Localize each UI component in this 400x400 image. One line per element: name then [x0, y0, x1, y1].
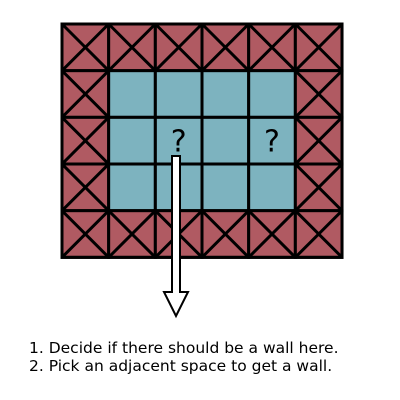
wall-cross-line [107, 209, 157, 259]
floor-cell [200, 115, 251, 166]
wall-cross-line [200, 22, 250, 72]
wall-cross-line [60, 22, 110, 72]
floor-cell [200, 162, 251, 213]
floor-cell [107, 162, 157, 213]
question-mark: ? [171, 125, 187, 160]
question-mark: ? [264, 125, 280, 160]
wall-cross-line [294, 116, 344, 166]
down-arrow-icon [162, 155, 190, 319]
wall-cross-line [294, 69, 344, 119]
instruction-step-2: 2. Pick an adjacent space to get a wall. [29, 357, 333, 375]
wall-cross-line [294, 22, 344, 72]
wall-cross-line [200, 209, 250, 259]
wall-cross-line [294, 209, 344, 259]
floor-cell [107, 69, 157, 119]
grid-border [60, 22, 344, 259]
wall-cross-line [60, 69, 110, 119]
wall-cross-line [247, 209, 297, 259]
floor-cell [200, 69, 251, 119]
grid [60, 22, 344, 259]
wall-cross-line [247, 22, 297, 72]
wall-cross-line [154, 22, 204, 72]
floor-cell [153, 69, 204, 119]
instruction-step-1: 1. Decide if there should be a wall here… [29, 339, 339, 357]
floor-cell [107, 115, 157, 166]
floor-cell [247, 162, 297, 213]
floor-cell [247, 69, 297, 119]
wall-cross-line [60, 162, 110, 212]
wall-cross-line [294, 162, 344, 212]
wall-cross-line [60, 209, 110, 259]
wall-cross-line [107, 22, 157, 72]
wall-cross-line [60, 116, 110, 166]
question-markers: ?? [171, 125, 280, 160]
